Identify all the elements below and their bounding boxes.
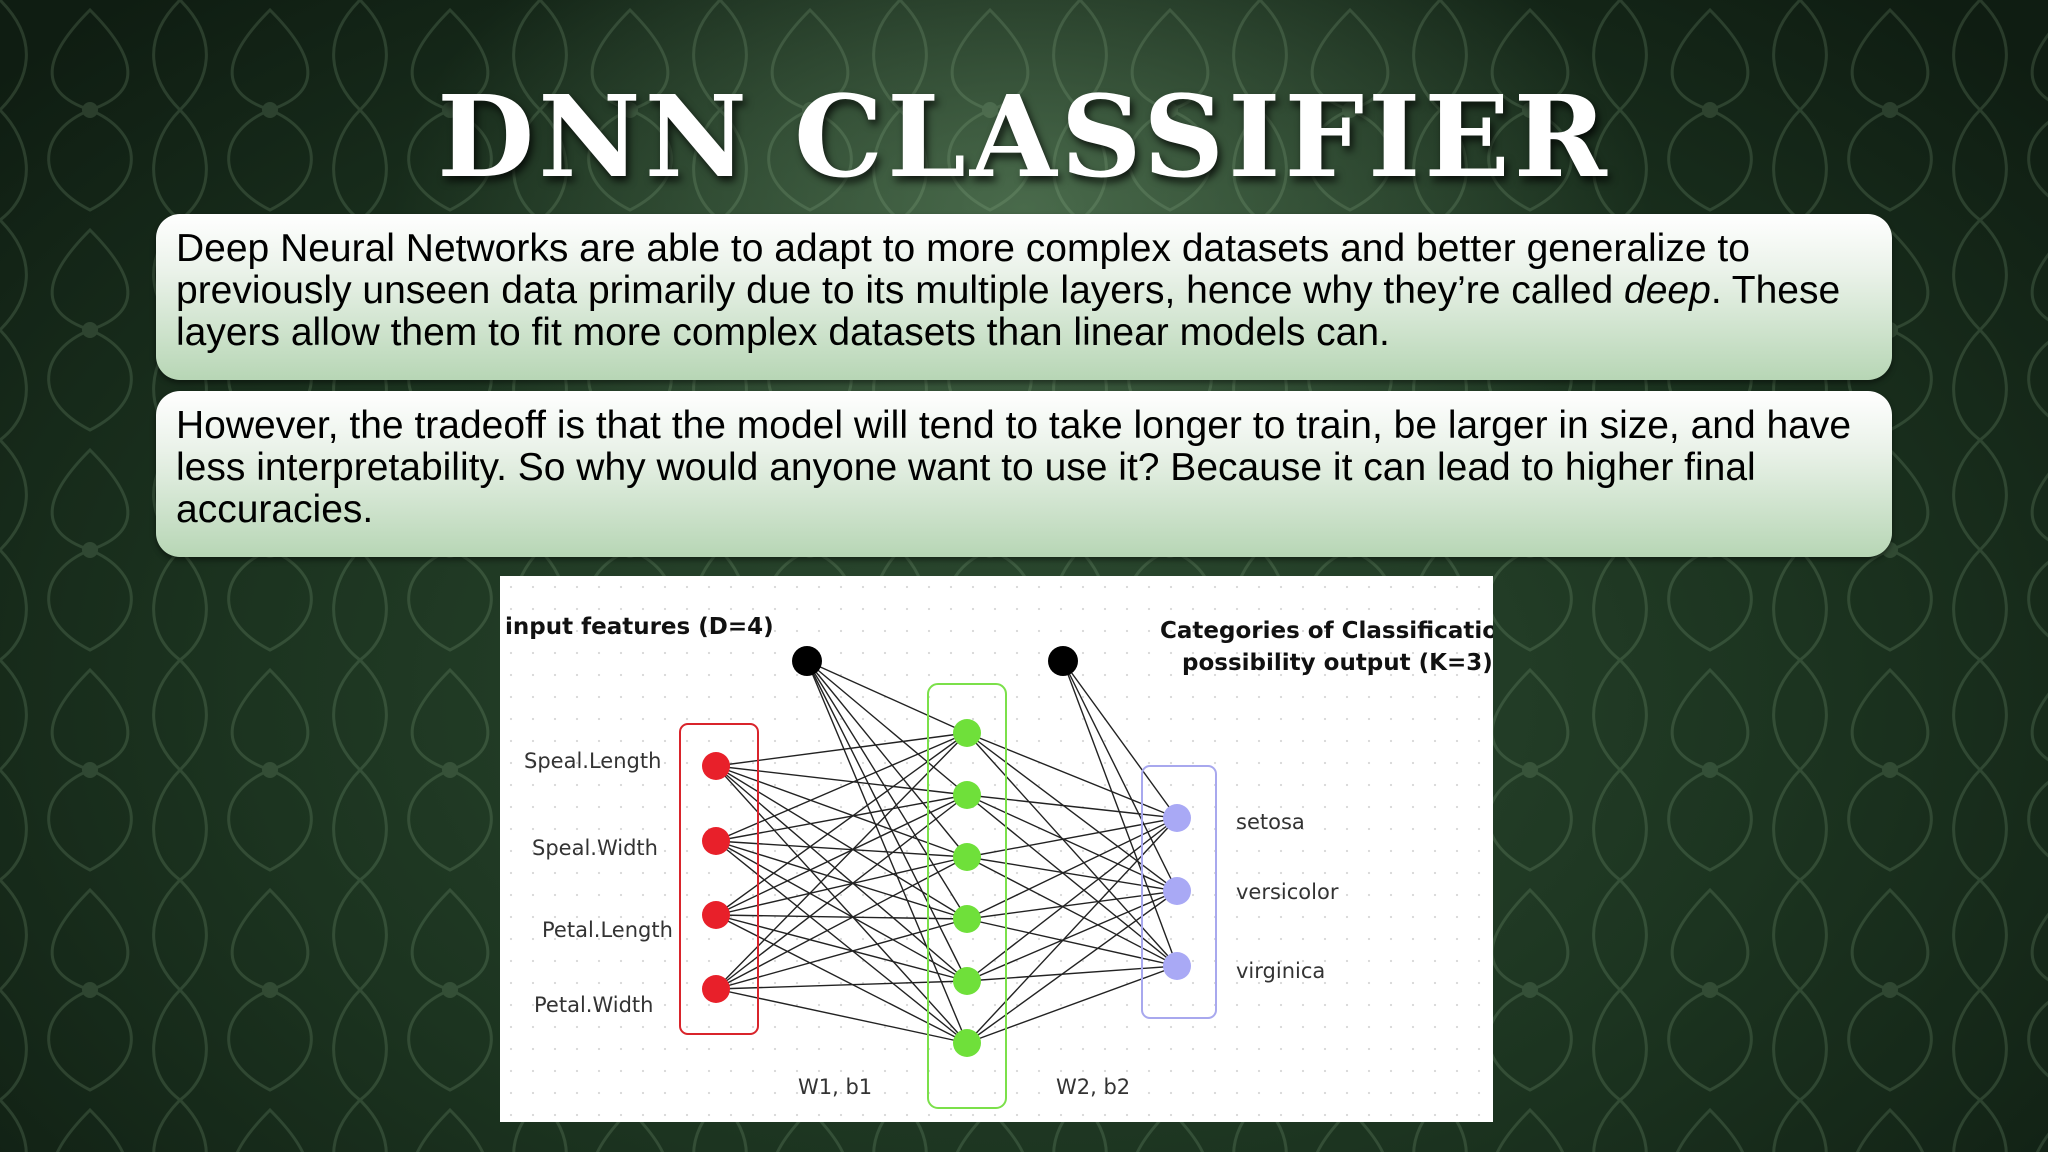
edge-input-hidden	[715, 765, 968, 982]
hidden-node-4	[953, 905, 981, 933]
weights-w2-b2-label: W2, b2	[1056, 1075, 1130, 1099]
edge-bias1-hidden	[806, 660, 968, 858]
output-label-virginica: virginica	[1236, 959, 1325, 983]
input-label-petal-width: Petal.Width	[534, 993, 653, 1017]
input-node-1	[702, 752, 730, 780]
input-label-petal-length: Petal.Length	[542, 918, 673, 942]
hidden-node-6	[953, 1029, 981, 1057]
hidden-node-2	[953, 781, 981, 809]
output-node-2	[1163, 877, 1191, 905]
paragraph-2-text: However, the tradeoff is that the model …	[176, 404, 1852, 531]
paragraph-box-1: Deep Neural Networks are able to adapt t…	[156, 214, 1892, 380]
edge-input-hidden	[715, 980, 968, 990]
edge-bias2-output	[1062, 660, 1178, 967]
edge-bias1-hidden	[806, 660, 968, 796]
neuron-nodes	[702, 646, 1191, 1057]
hidden-node-3	[953, 843, 981, 871]
edge-input-hidden	[715, 856, 968, 990]
edge-input-hidden	[715, 840, 968, 920]
paragraph-box-2: However, the tradeoff is that the model …	[156, 391, 1892, 557]
edge-hidden-output	[966, 918, 1178, 967]
edge-hidden-output	[966, 732, 1178, 892]
edge-bias2-output	[1062, 660, 1178, 819]
edge-input-hidden	[715, 794, 968, 842]
weights-w1-b1-label: W1, b1	[798, 1075, 872, 1099]
input-node-4	[702, 975, 730, 1003]
output-header-line-2: possibility output (K=3)	[1182, 650, 1493, 676]
output-label-setosa: setosa	[1236, 810, 1305, 834]
edge-bias1-hidden	[806, 660, 968, 920]
edge-input-hidden	[715, 840, 968, 1044]
input-node-3	[702, 901, 730, 929]
output-header-line-1: Categories of Classification	[1160, 618, 1493, 644]
edge-input-hidden	[715, 765, 968, 920]
edge-input-hidden	[715, 732, 968, 990]
slide-title: DNN CLASSIFIER	[437, 72, 1611, 203]
output-node-3	[1163, 952, 1191, 980]
hidden-node-5	[953, 967, 981, 995]
edge-input-hidden	[715, 765, 968, 796]
neural-network-diagram: input features (D=4) Categories of Class…	[500, 576, 1493, 1122]
paragraph-1-text: Deep Neural Networks are able to adapt t…	[176, 227, 1750, 312]
paragraph-1-emphasis: deep	[1624, 269, 1711, 312]
edge-hidden-output	[966, 794, 1178, 819]
neural-network-svg: input features (D=4) Categories of Class…	[505, 614, 1493, 1109]
hidden-node-1	[953, 719, 981, 747]
input-label-speal-length: Speal.Length	[524, 749, 661, 773]
output-label-versicolor: versicolor	[1236, 880, 1339, 904]
input-label-speal-width: Speal.Width	[532, 836, 658, 860]
edge-bias1-hidden	[806, 660, 968, 982]
edge-input-hidden	[715, 988, 968, 1044]
output-node-1	[1163, 804, 1191, 832]
bias-node-1	[792, 646, 822, 676]
edge-bias1-hidden	[806, 660, 968, 734]
output-layer-box	[1141, 765, 1217, 1019]
input-node-2	[702, 827, 730, 855]
input-layer-box	[679, 723, 759, 1035]
connection-lines	[715, 660, 1178, 1044]
paragraph-1-text-end: . These layers allow them to fit more co…	[176, 269, 1841, 354]
edge-bias2-output	[1062, 660, 1178, 892]
hidden-layer-box	[927, 683, 1007, 1109]
edge-input-hidden	[715, 914, 968, 920]
bias-node-2	[1048, 646, 1078, 676]
edge-bias1-hidden	[806, 660, 968, 1044]
edge-hidden-output	[966, 965, 1178, 1044]
input-features-header: input features (D=4)	[505, 614, 774, 640]
